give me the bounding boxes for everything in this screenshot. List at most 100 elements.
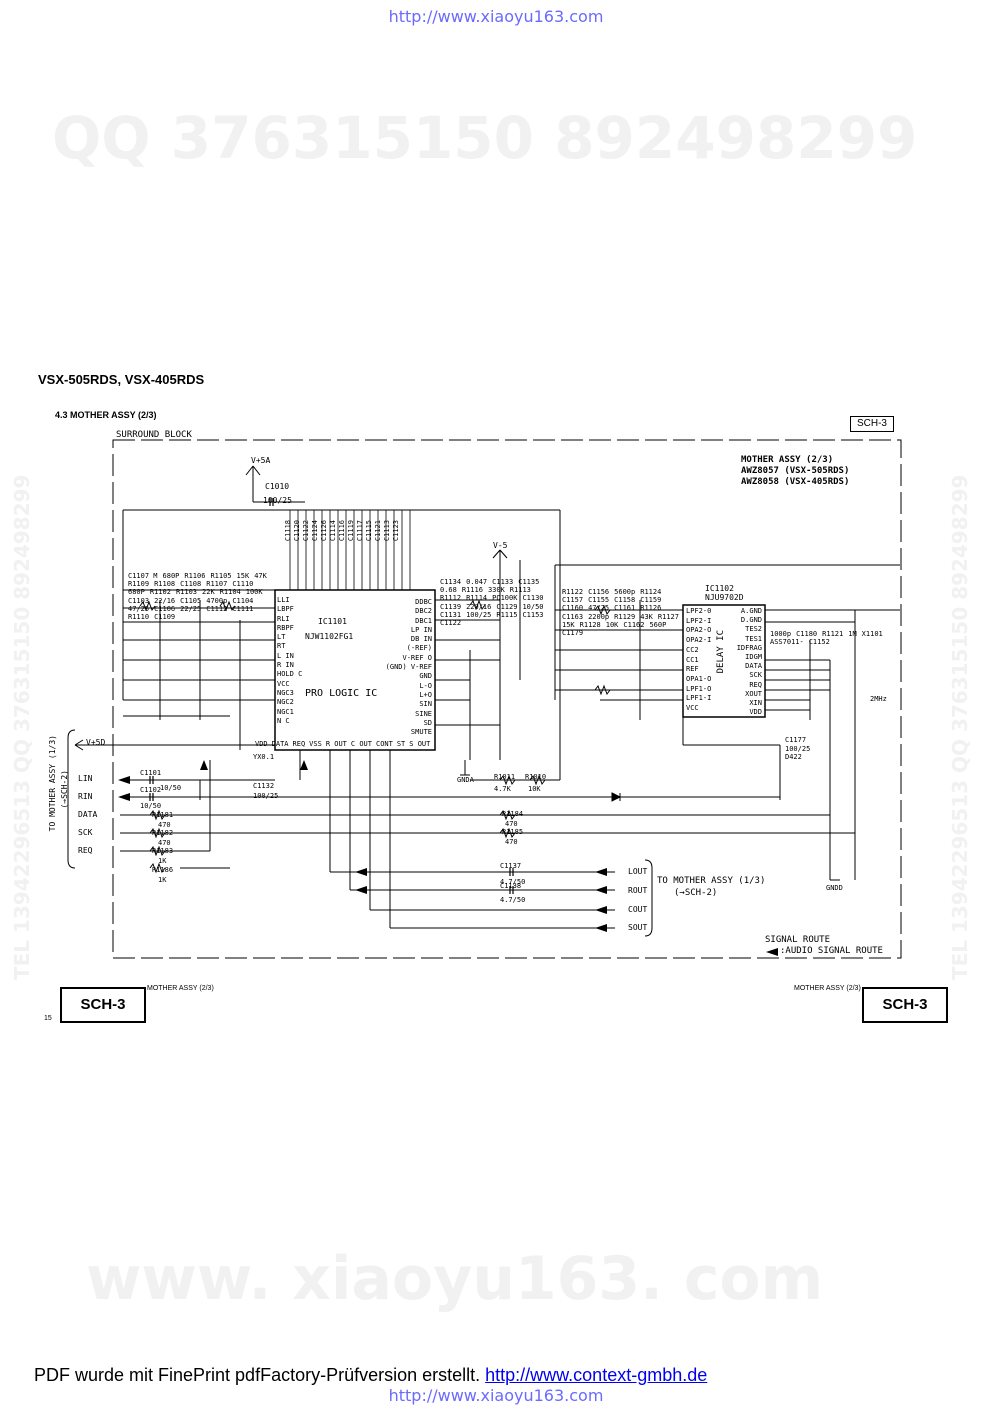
- cap-label: C1119: [347, 520, 355, 542]
- input-sck: SCK: [78, 828, 93, 837]
- gnda-label: GNDA: [457, 776, 474, 784]
- ic1101-pin: DBC2: [415, 607, 432, 616]
- part-label: R1109: [128, 580, 150, 589]
- r1186-ref: R1186: [152, 866, 174, 874]
- sch-tag-top: SCH-3: [850, 416, 894, 432]
- ic1101-pin: LT: [277, 633, 286, 642]
- ic1102-pin: D.GND: [740, 616, 762, 625]
- r1185-ref: R1185: [502, 828, 524, 836]
- part-label: 4700p: [206, 596, 228, 605]
- ic1102-body: [682, 604, 766, 718]
- r1181-val: 470: [158, 821, 171, 829]
- ic1101-pin: DATA: [271, 740, 289, 748]
- cap-column-labels: C1118 C1120 C1122 C1124 C1126 C1114 C111…: [284, 520, 400, 541]
- section-title: 4.3 MOTHER ASSY (2/3): [55, 410, 157, 420]
- footer-right-caption: MOTHER ASSY (2/3): [794, 985, 861, 992]
- ic1102-pin: OPA2-I: [686, 636, 712, 645]
- delay-part-labels: R1122 C1156 5600p R1124 C1157 C1155 C115…: [562, 588, 680, 637]
- output-lout: LOUT: [628, 867, 648, 876]
- ic1101-pin: C OUT: [350, 740, 372, 748]
- ic1101-pin: LBPF: [277, 605, 294, 614]
- ic1102-pin: OPA1-O: [686, 674, 712, 683]
- part-label: C1133: [492, 578, 514, 586]
- ic1102-pin: CC2: [686, 645, 699, 654]
- ic1101-pin: SIN: [419, 700, 432, 709]
- ic1101-pin: N C: [277, 716, 290, 725]
- clock-part-labels: 1000p C1180 R1121 1M X1101 ASS7011- C115…: [770, 630, 892, 646]
- part-label: C1139: [440, 602, 462, 611]
- cap-label: C1115: [365, 520, 373, 542]
- cap-label: C1114: [329, 520, 337, 542]
- ic1102-name: DELAY IC: [716, 630, 726, 674]
- ic1101-pin: RBPF: [277, 623, 294, 632]
- xtal-freq: 2MHz: [870, 695, 887, 703]
- ic1101-pin: L IN: [277, 651, 294, 660]
- c1138-ref: C1138: [500, 882, 522, 890]
- ic1102-part: NJU9702D: [705, 593, 744, 602]
- ic1102-left-pins: LPF2-0 LPF2-I OPA2-O OPA2-I CC2 CC1 REF …: [686, 607, 711, 714]
- part-label: C1157: [562, 596, 584, 605]
- vdd-part-labels: C1177 100/25 D422: [785, 736, 810, 762]
- ic1101-name: PRO LOGIC IC: [305, 688, 378, 699]
- part-label: R1105: [210, 572, 232, 580]
- ic1102-pin: TES1: [745, 634, 762, 643]
- ic1102-pin: LPF2-0: [686, 607, 712, 615]
- r1182-ref: R1182: [152, 829, 174, 837]
- ic1102-pin: VDD: [749, 708, 762, 717]
- r1184-ref: R1184: [502, 810, 524, 818]
- part-label: 47/25: [128, 604, 150, 613]
- c1138-val: 4.7/50: [500, 896, 526, 904]
- cap-label: C1121: [374, 520, 382, 542]
- part-label: R1107: [206, 580, 228, 589]
- ic1102-pin: LPF2-I: [686, 616, 712, 625]
- c1102-ref: C1102: [140, 786, 162, 794]
- ic1101-pin: V-REF O: [402, 653, 432, 662]
- assy-line1: AWZ8057 (VSX-505RDS): [741, 466, 850, 476]
- part-label: R1127: [657, 612, 679, 621]
- cap-label: C1116: [338, 520, 346, 542]
- ic1101-pin: VDD: [255, 740, 268, 748]
- output-group-label: TO MOTHER ASSY (1/3): [657, 876, 766, 886]
- part-label: C1131: [440, 610, 462, 619]
- ic1101-pin: DB IN: [410, 635, 432, 644]
- r1184-val: 470: [505, 820, 518, 828]
- part-label: C1112: [206, 604, 228, 613]
- ic1101-pin: ST: [396, 740, 406, 748]
- sch-tag-bottom-right: SCH-3: [862, 987, 948, 1023]
- page-number: 15: [44, 1015, 52, 1022]
- ic1101-pin: REQ: [292, 740, 306, 748]
- c1010-ref: C1010: [265, 482, 290, 491]
- page-title: VSX-505RDS, VSX-405RDS: [38, 372, 205, 387]
- part-label: 5600p: [614, 588, 636, 596]
- mid-part-labels: C1134 0.047 C1133 C1135 0.68 R1116 330K …: [440, 578, 550, 627]
- assy-title: MOTHER ASSY (2/3): [741, 455, 834, 465]
- ic1101-pin: LLI: [277, 596, 290, 604]
- watermark-url-top: http://www.xiaoyu163.com: [388, 7, 604, 26]
- part-label: R1128: [579, 620, 601, 629]
- part-label: 100/25: [785, 744, 811, 753]
- pdf-link[interactable]: http://www.context-gmbh.de: [485, 1365, 708, 1385]
- part-label: 15K: [236, 572, 250, 580]
- c1010-val: 100/25: [263, 496, 292, 505]
- ic1101-pin: SD: [423, 718, 432, 727]
- ic1101-pin: SMUTE: [410, 728, 432, 737]
- ic1101-pin: NGC1: [277, 707, 294, 716]
- part-label: 43K: [640, 612, 653, 621]
- ic1101-pin: VCC: [277, 679, 290, 688]
- pdf-footer: PDF wurde mit FinePrint pdfFactory-Prüfv…: [34, 1365, 707, 1386]
- r1185-val: 470: [505, 838, 518, 846]
- r1011-ref: R1011: [494, 773, 516, 781]
- part-label: C1103: [128, 596, 150, 605]
- part-label: 680P: [162, 572, 180, 580]
- output-group-sub: (→SCH-2): [674, 888, 718, 898]
- ic1101-pin: (-REF): [406, 644, 432, 653]
- watermark-url-bottom: http://www.xiaoyu163.com: [388, 1386, 604, 1405]
- part-label: 680P: [128, 588, 145, 597]
- ic1102-pin: REF: [686, 665, 699, 674]
- part-label: 1M: [848, 630, 857, 638]
- ic1101-right-pins: DDBC DBC2 DBC1 LP IN DB IN (-REF) V-REF …: [372, 598, 432, 737]
- part-label: 560P: [649, 620, 667, 629]
- footer-left-caption: MOTHER ASSY (2/3): [147, 985, 214, 992]
- ic1101-pin: L-O: [419, 681, 432, 690]
